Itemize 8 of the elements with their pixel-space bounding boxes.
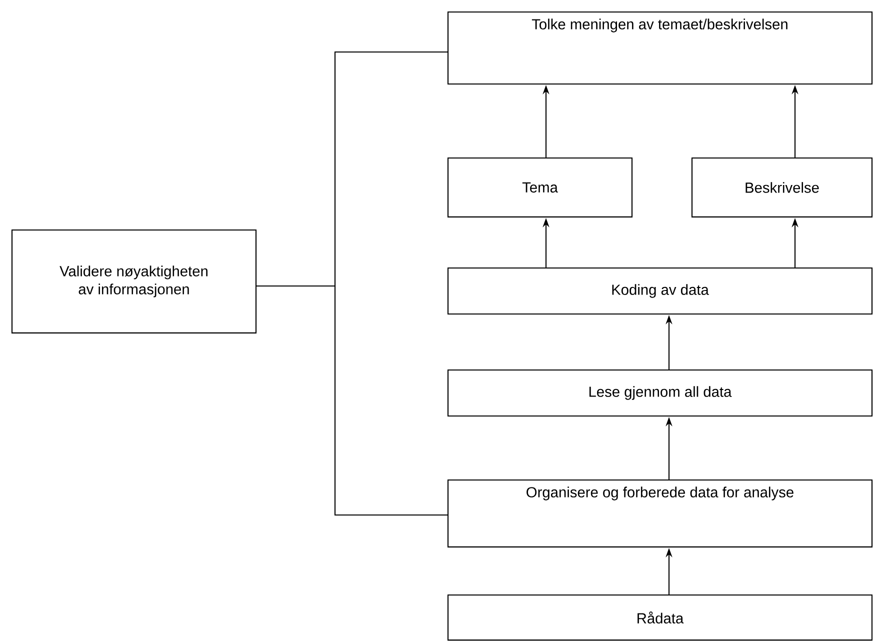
process-box: Lese gjennom all data [447,369,873,417]
process-box: Rådata [447,594,873,641]
process-box: Beskrivelse [691,157,873,218]
process-box: Validere nøyaktigheten av informasjonen [11,229,257,334]
process-box: Koding av data [447,267,873,315]
process-box: Tolke meningen av temaet/beskrivelsen [447,11,873,85]
process-box: Organisere og forberede data for analyse [447,479,873,548]
process-box: Tema [447,157,633,218]
